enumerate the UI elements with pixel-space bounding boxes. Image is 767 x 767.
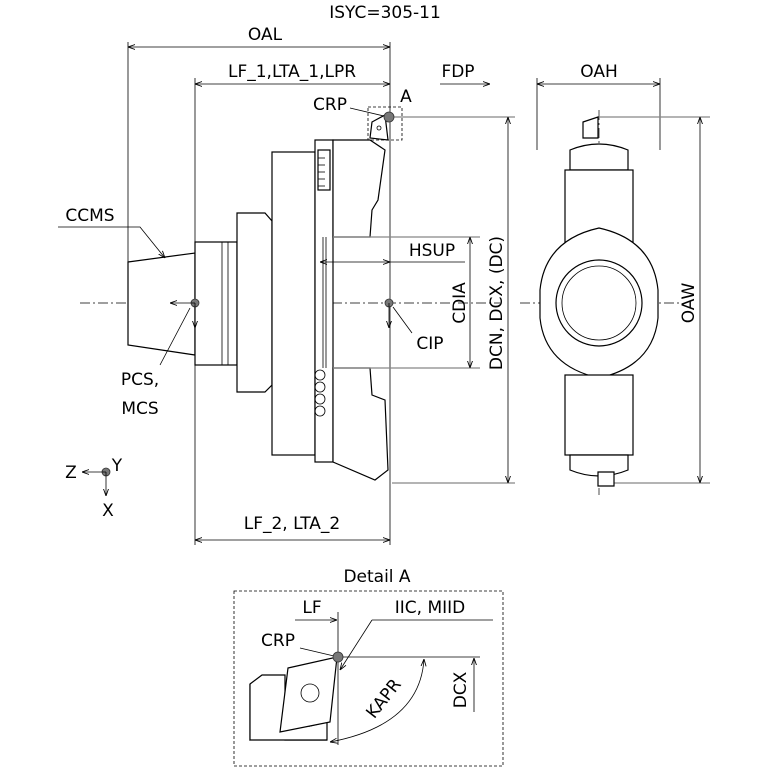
tool-side-view xyxy=(127,106,403,481)
tool-front-view xyxy=(539,116,659,487)
cip-label: CIP xyxy=(416,334,443,354)
cdia-label: CDIA xyxy=(450,282,470,324)
lf2-label: LF_2, LTA_2 xyxy=(244,514,341,534)
detail-dcx-label: DCX xyxy=(451,671,471,708)
oal-label: OAL xyxy=(248,25,283,45)
lf1-label: LF_1,LTA_1,LPR xyxy=(228,62,356,82)
axis-z-label: Z xyxy=(65,463,77,483)
detail-a: Detail A LF IIC, MIID CRP KAPR DCX xyxy=(233,567,504,767)
oah-label: OAH xyxy=(580,62,618,82)
coordinate-axes-icon xyxy=(82,467,111,496)
mcs-label: MCS xyxy=(121,399,158,419)
scale-ticks xyxy=(318,157,325,187)
oaw-label: OAW xyxy=(679,283,699,324)
ccms-label: CCMS xyxy=(65,206,114,226)
dcn-label: DCN, DCX, (DC) xyxy=(487,236,507,370)
detail-kapr-label: KAPR xyxy=(362,675,405,723)
axis-y-label: Y xyxy=(111,456,123,476)
drawing-title: ISYC=305-11 xyxy=(329,3,441,23)
detail-iic-label: IIC, MIID xyxy=(395,598,466,618)
crp-point xyxy=(383,111,395,123)
detail-ref-label: A xyxy=(400,87,412,107)
extension-lines xyxy=(127,42,661,545)
hsup-label: HSUP xyxy=(409,241,455,261)
detail-crp-label: CRP xyxy=(261,631,295,651)
fdp-label: FDP xyxy=(441,62,474,82)
axis-x-label: X xyxy=(102,501,114,521)
pcs-label: PCS, xyxy=(121,370,159,390)
crp-label: CRP xyxy=(313,95,347,115)
detail-a-marker xyxy=(367,106,403,141)
detail-lf-label: LF xyxy=(302,598,321,618)
detail-title: Detail A xyxy=(343,567,410,587)
detail-insert xyxy=(279,656,338,733)
